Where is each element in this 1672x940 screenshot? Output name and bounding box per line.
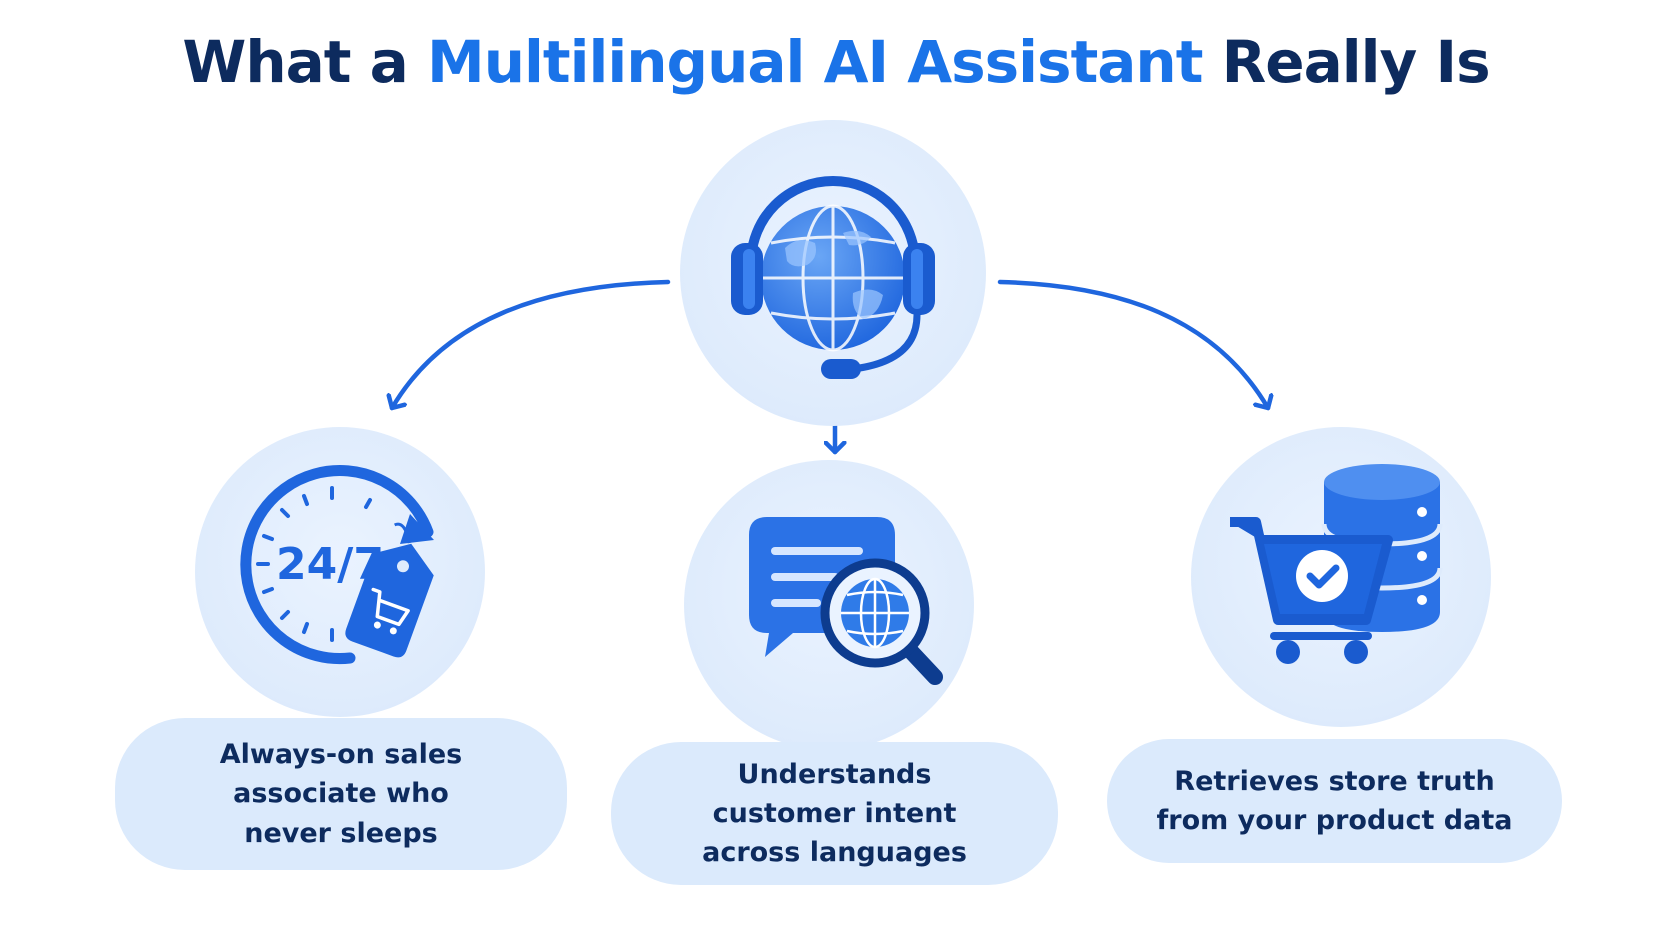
always-on-circle: 24/7 (195, 427, 485, 717)
caption-retrieves-truth: Retrieves store truth from your product … (1107, 739, 1562, 863)
caption-line: never sleeps (244, 817, 438, 849)
shopping-cart-database-check-icon (1230, 464, 1443, 664)
caption-line: associate who (233, 778, 449, 810)
clock-24-7-price-tag-icon: 24/7 (240, 465, 434, 665)
caption-line: Always-on sales (219, 739, 463, 771)
caption-line: across languages (702, 837, 967, 869)
page-title: What a Multilingual AI Assistant Really … (0, 28, 1672, 98)
caption-understands-intent: Understands customer intent across langu… (611, 742, 1058, 885)
chat-bubble-globe-magnifier-icon (749, 517, 943, 685)
caption-line: customer intent (712, 797, 957, 829)
globe-headset-icon (731, 176, 935, 379)
product-data-circle (1191, 427, 1491, 727)
caption-always-on: Always-on sales associate who never slee… (115, 718, 567, 870)
arrow-to-right (997, 279, 1268, 411)
title-highlight: Multilingual AI Assistant (427, 28, 1203, 96)
title-part-2: Really Is (1202, 28, 1491, 96)
caption-line: Understands (737, 758, 932, 790)
caption-line: Retrieves store truth (1174, 765, 1495, 797)
center-circle (680, 120, 986, 426)
title-part-1: What a (182, 28, 427, 96)
caption-line: from your product data (1156, 805, 1513, 836)
arrow-to-left (392, 279, 671, 411)
intent-circle (684, 460, 974, 750)
